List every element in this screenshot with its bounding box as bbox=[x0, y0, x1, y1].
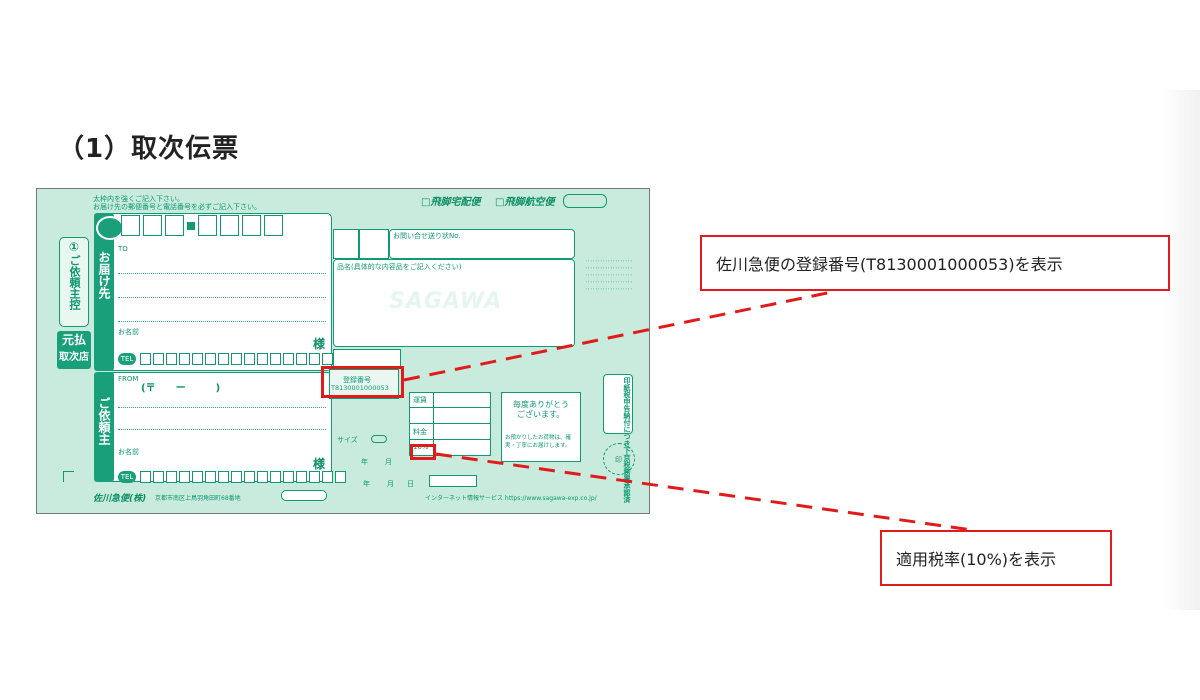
sender-postal-placeholder: (〒 ー ) bbox=[141, 383, 221, 394]
contents-label: 品名(具体的な内容品をご記入ください) bbox=[337, 263, 462, 271]
recipient-honorific: 様 bbox=[313, 337, 326, 351]
option-kobin: □飛脚航空便 bbox=[495, 197, 555, 208]
to-label: TO bbox=[118, 245, 128, 253]
footer-code-box bbox=[281, 490, 327, 501]
tax-rate-callout: 適用税率(10%)を表示 bbox=[880, 530, 1112, 586]
motobarai-label: 元払 bbox=[61, 333, 86, 347]
tax-rate-value: 10% bbox=[413, 443, 429, 451]
check-boxes bbox=[333, 349, 401, 367]
shipping-slip-image: 太枠内を強くご記入下さい。 お届け先の郵便番号と電話番号を必ずご記入下さい。 □… bbox=[36, 188, 650, 514]
postal-code-badge bbox=[96, 216, 124, 240]
from-label: FROM bbox=[118, 375, 139, 383]
registration-callout-text: 佐川急便の登録番号(T8130001000053)を表示 bbox=[716, 255, 1063, 274]
sagawa-watermark: SAGAWA bbox=[389, 289, 503, 314]
fare-label: 運賃 bbox=[413, 396, 427, 404]
recipient-panel bbox=[94, 213, 332, 371]
sender-name-label: お名前 bbox=[118, 448, 139, 456]
registration-label: 登録番号 bbox=[343, 376, 371, 384]
company-name: 佐川急便(株) bbox=[93, 494, 147, 504]
size-label: サイズ bbox=[337, 436, 358, 444]
sender-label: ご依頼主 bbox=[97, 397, 111, 445]
receipt-note: お預かりしたお荷物は、確実・丁寧にお届けします。 bbox=[505, 435, 572, 449]
tax-rate-highlight bbox=[410, 444, 436, 460]
sender-honorific: 様 bbox=[313, 457, 326, 471]
fare-grid-divider bbox=[433, 392, 434, 456]
tax-rate-callout-text: 適用税率(10%)を表示 bbox=[896, 550, 1057, 569]
recipient-tel-badge: TEL bbox=[118, 353, 136, 365]
date-month: 月 bbox=[385, 458, 392, 466]
date-box bbox=[429, 475, 477, 487]
sender-line-2 bbox=[118, 429, 326, 430]
motobarai-badge bbox=[57, 331, 91, 369]
date-year: 年 bbox=[361, 458, 368, 466]
header-instruction-2: お届け先の郵便番号と電話番号を必ずご記入下さい。 bbox=[93, 203, 261, 211]
registration-box bbox=[329, 369, 399, 399]
small-box-2 bbox=[359, 229, 389, 259]
address-line-3 bbox=[118, 321, 326, 322]
recipient-name-label: お名前 bbox=[118, 328, 139, 336]
date-year-2: 年 bbox=[363, 480, 370, 488]
thanks-line-2: ございます。 bbox=[517, 410, 565, 419]
option-takuhaibin: □飛脚宅配便 bbox=[421, 197, 481, 208]
inquiry-box bbox=[389, 229, 575, 259]
date-day: 日 bbox=[407, 480, 414, 488]
hikae-label: ご依頼主控 bbox=[68, 255, 81, 310]
sender-tel-boxes bbox=[140, 471, 346, 483]
address-line-2 bbox=[118, 297, 326, 298]
header-instruction-1: 太枠内を強くご記入下さい。 bbox=[93, 195, 184, 203]
internet-note: インターネット情報サービス https://www.sagawa-exp.co.… bbox=[425, 495, 597, 502]
stamp-label: 印 bbox=[615, 456, 622, 464]
page-heading: （1）取次伝票 bbox=[58, 134, 240, 164]
corner-mark bbox=[63, 471, 74, 482]
sender-tel-badge: TEL bbox=[118, 471, 136, 483]
address-line-1 bbox=[118, 273, 326, 274]
stamp-tax-label: 印紙税申告納付につき下京税務署承認済 bbox=[623, 377, 631, 503]
recipient-strip bbox=[94, 213, 114, 371]
recipient-label: お届け先 bbox=[97, 251, 111, 299]
date-month-2: 月 bbox=[387, 480, 394, 488]
right-notes: ･･･････････････････ ･･･････････････････ … bbox=[585, 259, 633, 293]
inquiry-label: お問い合せ送り状No. bbox=[393, 232, 461, 240]
sender-line-1 bbox=[118, 407, 326, 408]
thanks-line-1: 毎度ありがとう bbox=[513, 400, 569, 409]
fee-label: 料金 bbox=[413, 428, 427, 436]
recipient-tel-boxes bbox=[140, 353, 346, 365]
edge-shadow bbox=[1162, 90, 1200, 610]
small-box bbox=[333, 229, 359, 259]
toritsugiten-label: 取次店 bbox=[59, 352, 89, 363]
postal-code-boxes bbox=[121, 215, 283, 236]
hikae-number: ① bbox=[68, 240, 80, 254]
company-address: 京都市南区上鳥羽角田町68番地 bbox=[155, 495, 241, 502]
hikae-box bbox=[59, 237, 89, 327]
stamp-tax-box bbox=[603, 374, 633, 434]
size-oval bbox=[371, 435, 387, 443]
registration-value: T8130001000053 bbox=[331, 384, 389, 392]
registration-callout: 佐川急便の登録番号(T8130001000053)を表示 bbox=[700, 235, 1170, 291]
header-mark-box bbox=[563, 194, 607, 208]
sender-strip bbox=[94, 372, 114, 482]
registration-highlight bbox=[321, 366, 404, 398]
